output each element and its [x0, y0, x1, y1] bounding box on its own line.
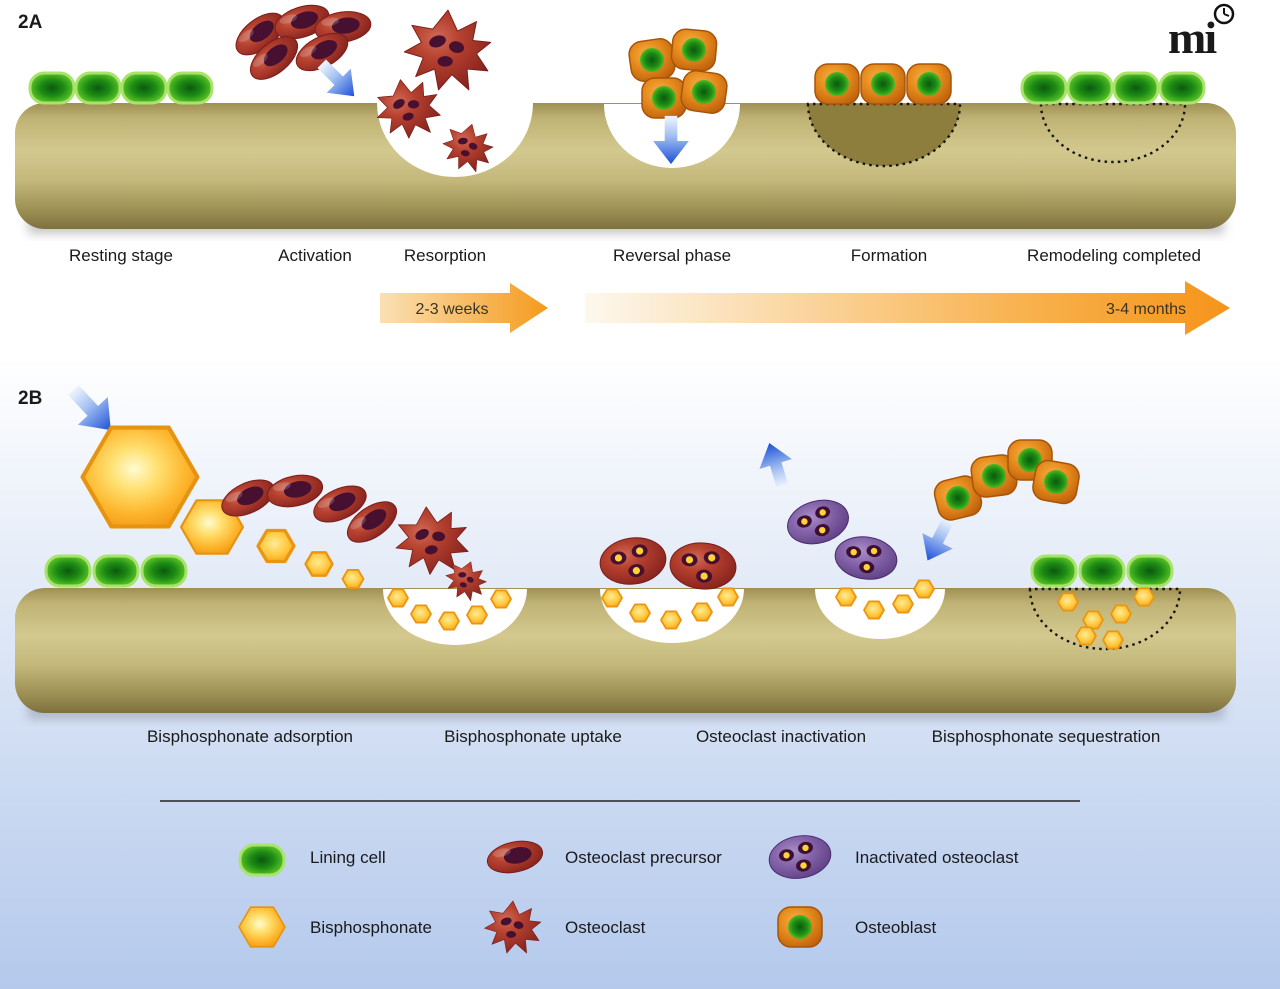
osteoblast-icon: [678, 68, 730, 116]
osteoblast-icon: [860, 63, 906, 105]
osteoblast-icon: [626, 36, 678, 84]
stage-label-activation: Activation: [278, 246, 352, 265]
osteoblast-cluster-reversal: [626, 27, 730, 119]
stage-label-resorption: Resorption: [404, 246, 486, 265]
osteoblast-icon: [641, 77, 687, 119]
stage-label-sequestration: Bisphosphonate sequestration: [932, 727, 1161, 746]
panel-a-label: 2A: [18, 12, 43, 33]
osteoblast-icon: [669, 27, 719, 73]
bisphosphonate-icon: [438, 611, 460, 631]
panel-b-label: 2B: [18, 388, 42, 409]
bisphosphonate-icon: [466, 605, 488, 625]
lining-cell-icon: [1112, 71, 1160, 105]
bisphosphonate-icon: [1075, 626, 1097, 646]
bisphosphonate-icon: [387, 588, 409, 608]
stage-label-reversal: Reversal phase: [613, 246, 731, 265]
bisphosphonate-icon: [835, 587, 857, 607]
stage-label-adsorption: Bisphosphonate adsorption: [147, 727, 353, 746]
panel-a: 2A: [15, 0, 1236, 335]
lining-cell-icon: [28, 71, 76, 105]
timeline-long-label: 3-4 months: [1106, 301, 1186, 318]
timeline-arrow-short: [380, 283, 548, 333]
lining-cell-row-b-left: [44, 554, 188, 588]
stage-label-resting: Resting stage: [69, 246, 173, 265]
bisphosphonate-icon: [304, 551, 334, 577]
journal-logo: mi: [1168, 3, 1235, 63]
bisphosphonate-icon: [1133, 587, 1155, 607]
legend-label-lining-cell: Lining cell: [310, 848, 386, 867]
legend: Lining cell Bisphosphonate Osteoclast pr…: [160, 800, 1080, 954]
bisphosphonate-icon: [1057, 592, 1079, 612]
bisphosphonate-icon: [601, 588, 623, 608]
lining-cell-icon: [1066, 71, 1114, 105]
completed-pit: [1039, 102, 1187, 164]
legend-label-osteoclast: Osteoclast: [565, 918, 646, 937]
stage-label-formation: Formation: [851, 246, 928, 265]
bisphosphonate-icon: [863, 600, 885, 620]
bisphosphonate-icon: [660, 610, 682, 630]
bisphosphonate-icon: [629, 603, 651, 623]
lining-cell-icon: [238, 843, 286, 877]
legend-label-inactivated-osteoclast: Inactivated osteoclast: [855, 848, 1019, 867]
lining-cell-icon: [74, 71, 122, 105]
timeline-arrow-long: [585, 281, 1230, 335]
bisphosphonate-icon: [1110, 604, 1132, 624]
stage-label-inactivation: Osteoclast inactivation: [696, 727, 866, 746]
lining-cell-row-sequestration: [1030, 554, 1174, 588]
legend-label-osteoclast-precursor: Osteoclast precursor: [565, 848, 722, 867]
bisphosphonate-icon: [913, 579, 935, 599]
lining-cell-icon: [1158, 71, 1206, 105]
bisphosphonate-icon: [256, 528, 296, 564]
bisphosphonate-icon: [1082, 610, 1104, 630]
journal-logo-text: mi: [1168, 12, 1217, 63]
bisphosphonate-icon: [892, 594, 914, 614]
stage-label-completed: Remodeling completed: [1027, 246, 1201, 265]
lining-cell-icon: [1126, 554, 1174, 588]
lining-cell-row-resting: [28, 71, 214, 105]
osteoclast-icon: [403, 9, 492, 91]
lining-cell-icon: [44, 554, 92, 588]
osteoblast-row-formation: [814, 63, 952, 105]
legend-label-osteoblast: Osteoblast: [855, 918, 937, 937]
formation-pit: [806, 102, 962, 168]
lining-cell-icon: [1020, 71, 1068, 105]
legend-label-bisphosphonate: Bisphosphonate: [310, 918, 432, 937]
lining-cell-icon: [120, 71, 168, 105]
stage-label-uptake: Bisphosphonate uptake: [444, 727, 622, 746]
timeline-short-label: 2-3 weeks: [416, 301, 489, 318]
osteoblast-icon: [906, 63, 952, 105]
bisphosphonate-icon: [717, 587, 739, 607]
lining-cell-row-completed: [1020, 71, 1206, 105]
panel-b: 2B: [15, 375, 1236, 746]
osteoblast-icon: [777, 906, 823, 948]
bisphosphonate-icon: [1102, 630, 1124, 650]
bisphosphonate-icon: [410, 604, 432, 624]
lining-cell-icon: [1030, 554, 1078, 588]
lining-cell-icon: [140, 554, 188, 588]
osteoblast-icon: [814, 63, 860, 105]
lining-cell-icon: [166, 71, 214, 105]
logo-clock-hands: [1223, 8, 1230, 17]
bisphosphonate-icon: [490, 589, 512, 609]
osteoblast-icon: [1030, 457, 1082, 507]
lining-cell-icon: [1078, 554, 1126, 588]
lining-cell-icon: [92, 554, 140, 588]
bisphosphonate-icon: [691, 602, 713, 622]
sequestration-pit: [1028, 587, 1182, 651]
bisphosphonate-icon: [341, 569, 365, 589]
